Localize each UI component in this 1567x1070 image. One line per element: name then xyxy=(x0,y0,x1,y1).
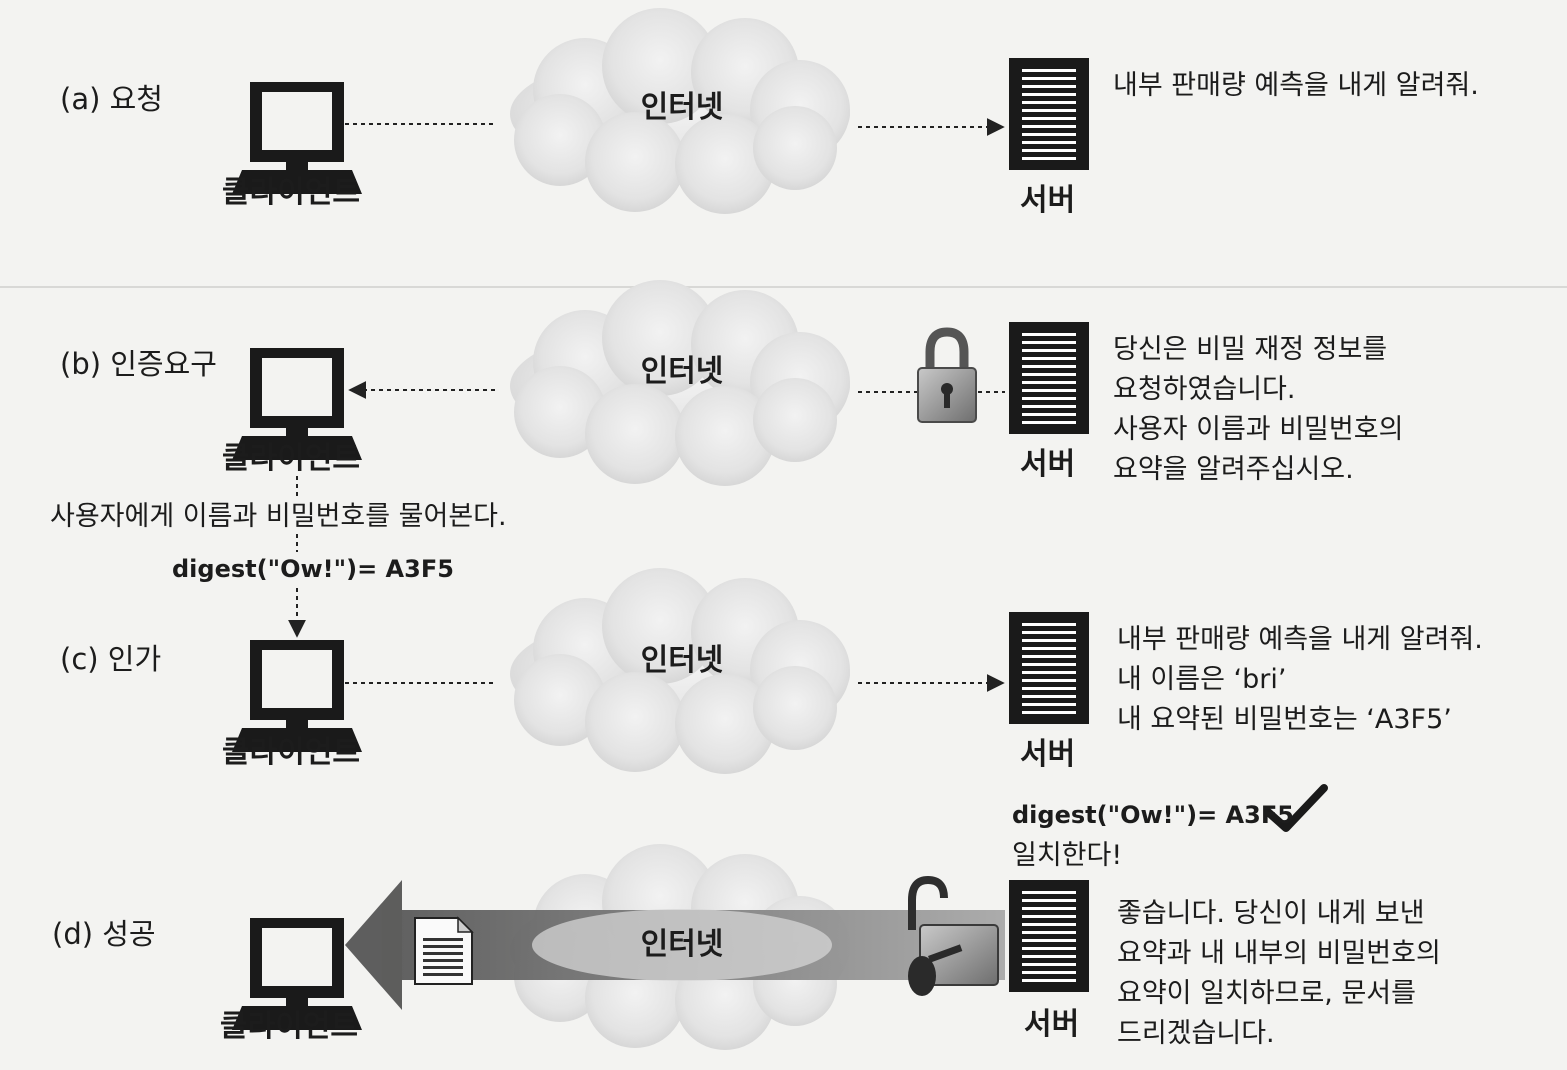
step-label-b: (b) 인증요구 xyxy=(60,347,217,381)
message-line: 좋습니다. 당신이 내게 보낸 xyxy=(1117,898,1425,929)
server-match: 일치한다! xyxy=(1012,840,1123,871)
server-label: 서버 xyxy=(1020,183,1076,218)
message-line: 당신은 비밀 재정 정보를 xyxy=(1113,334,1388,365)
client-digest: digest("Ow!")= A3F5 xyxy=(172,555,454,583)
cloud-highlight xyxy=(532,909,832,981)
internet-label: 인터넷 xyxy=(640,927,724,962)
internet-label: 인터넷 xyxy=(640,90,724,125)
internet-label: 인터넷 xyxy=(640,643,724,678)
client-action: 사용자에게 이름과 비밀번호를 물어본다. xyxy=(50,501,507,532)
message-line: 사용자 이름과 비밀번호의 xyxy=(1113,414,1404,445)
message-b: 당신은 비밀 재정 정보를 요청하였습니다. 사용자 이름과 비밀번호의 요약을… xyxy=(1113,330,1403,490)
key-icon xyxy=(908,944,963,996)
step-label-c: (c) 인가 xyxy=(60,642,162,676)
message-a: 내부 판매량 예측을 내게 알려줘. xyxy=(1113,66,1479,106)
server-label: 서버 xyxy=(1020,737,1076,772)
client-label: 클라이언트 xyxy=(220,1009,358,1044)
internet-label: 인터넷 xyxy=(640,354,724,389)
server-icon xyxy=(1009,58,1089,170)
message-line: 요약이 일치하므로, 문서를 xyxy=(1117,978,1416,1009)
message-line: 내부 판매량 예측을 내게 알려줘. xyxy=(1113,70,1479,101)
step-label-d: (d) 성공 xyxy=(52,917,156,951)
server-icon xyxy=(1009,322,1089,434)
message-d: 좋습니다. 당신이 내게 보낸 요약과 내 내부의 비밀번호의 요약이 일치하므… xyxy=(1117,894,1441,1054)
client-label: 클라이언트 xyxy=(222,735,360,770)
open-padlock-icon xyxy=(908,875,999,986)
server-label: 서버 xyxy=(1020,447,1076,482)
padlock-icon xyxy=(917,327,977,423)
client-label: 클라이언트 xyxy=(222,441,360,476)
client-label: 클라이언트 xyxy=(222,175,360,210)
server-label: 서버 xyxy=(1024,1007,1080,1042)
step-label-a: (a) 요청 xyxy=(60,82,163,116)
document-icon xyxy=(414,916,474,985)
message-line: 드리겠습니다. xyxy=(1117,1018,1275,1049)
message-c: 내부 판매량 예측을 내게 알려줘. 내 이름은 ‘bri’ 내 요약된 비밀번… xyxy=(1117,620,1483,740)
checkmark-icon xyxy=(1264,784,1328,832)
server-icon xyxy=(1009,612,1089,724)
server-icon xyxy=(1009,880,1089,992)
message-line: 내부 판매량 예측을 내게 알려줘. xyxy=(1117,624,1483,655)
message-line: 요약을 알려주십시오. xyxy=(1113,454,1354,485)
message-line: 요약과 내 내부의 비밀번호의 xyxy=(1117,938,1441,969)
message-line: 요청하였습니다. xyxy=(1113,374,1296,405)
message-line: 내 이름은 ‘bri’ xyxy=(1117,664,1287,695)
message-line: 내 요약된 비밀번호는 ‘A3F5’ xyxy=(1117,704,1452,735)
server-digest: digest("Ow!")= A3F5 xyxy=(1012,801,1294,829)
